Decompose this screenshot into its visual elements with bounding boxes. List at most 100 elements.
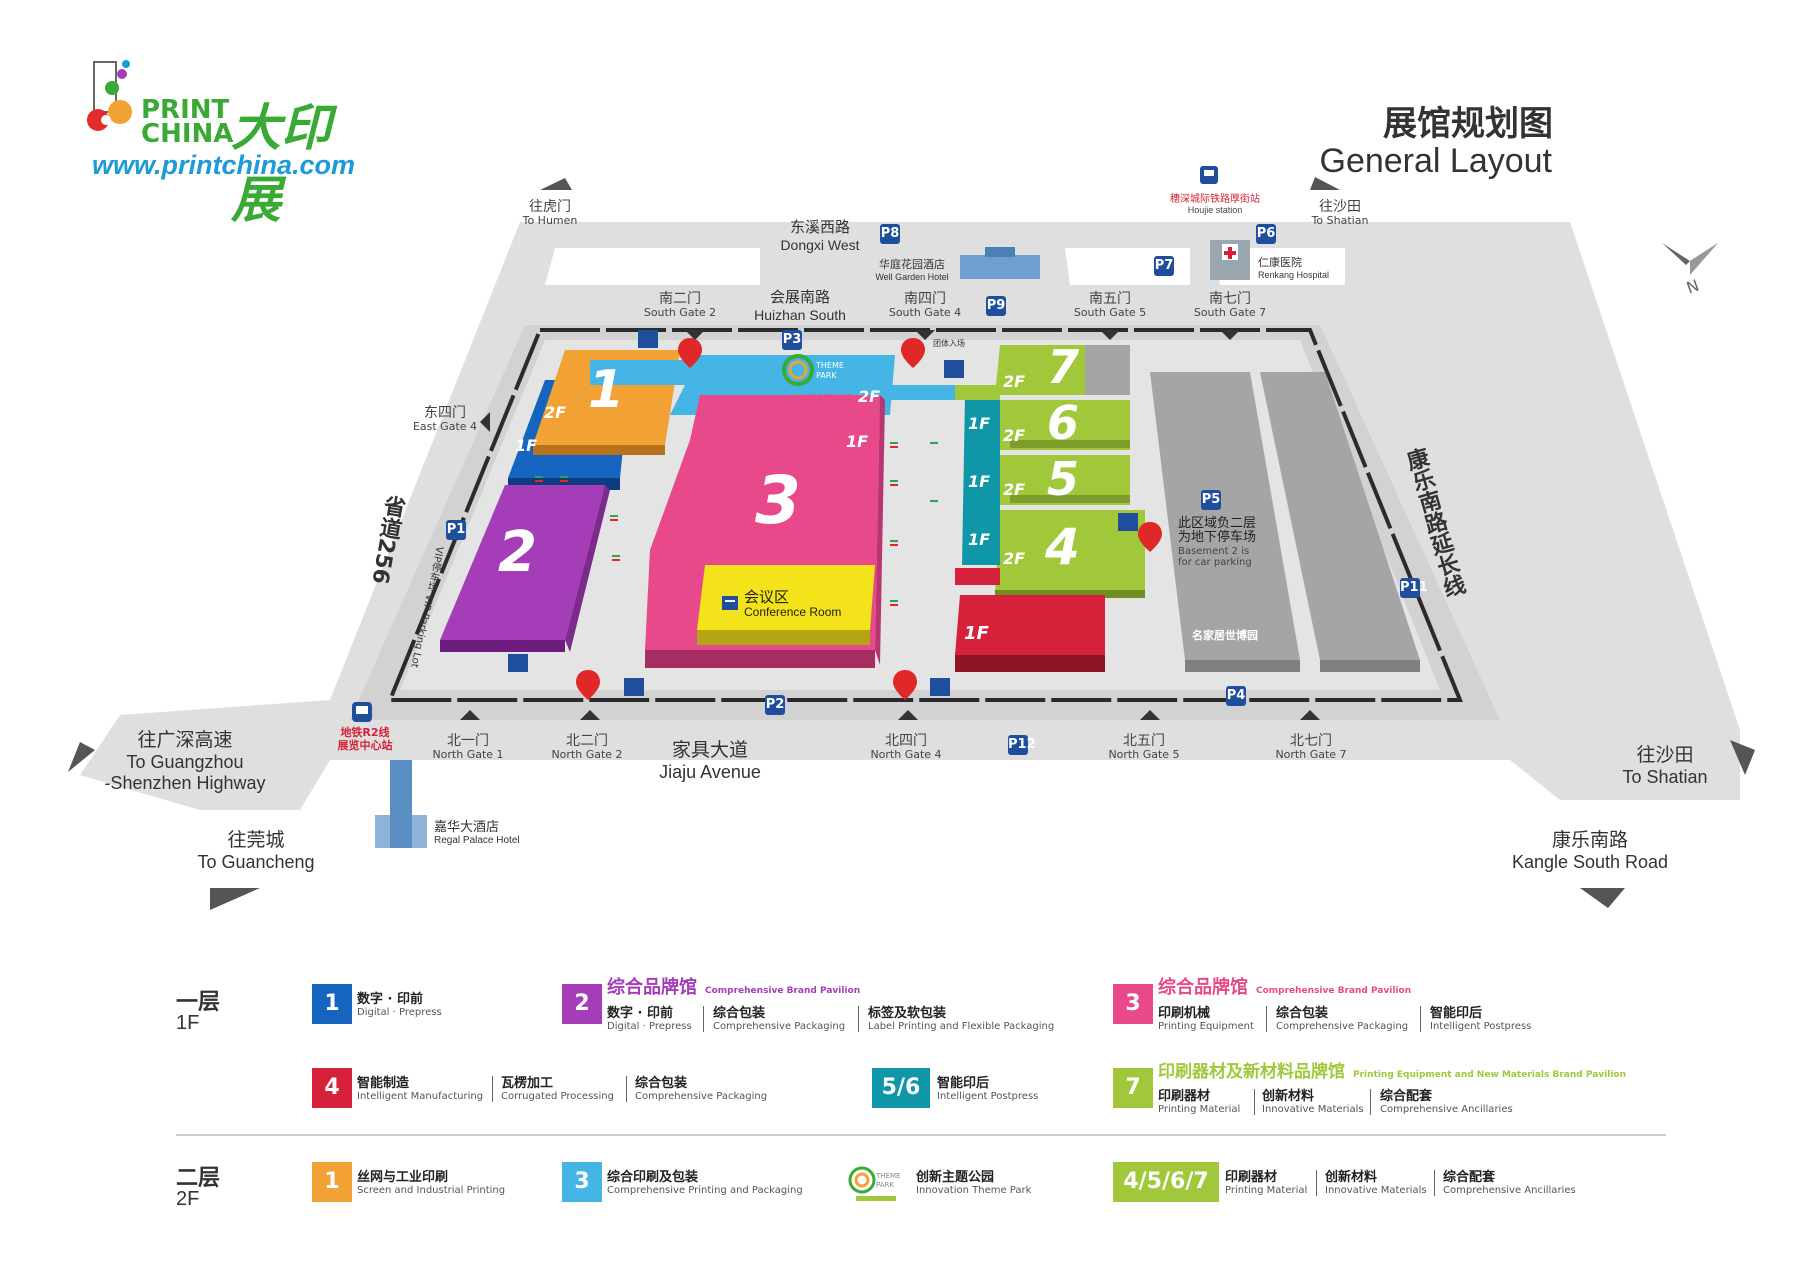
parking-p3-icon[interactable]: P3 xyxy=(782,330,802,350)
legend-level-2-en: 2F xyxy=(176,1188,200,1210)
svg-text:PARK: PARK xyxy=(816,371,837,380)
hall-7-2f-label: 2F xyxy=(1003,372,1026,391)
arrow-humen-icon xyxy=(540,178,572,190)
hall-5-number[interactable]: 5 xyxy=(1047,452,1080,506)
north-compass-icon: N xyxy=(1662,243,1718,295)
legend-box-1: 1 xyxy=(312,984,352,1024)
parking-p6-icon[interactable]: P6 xyxy=(1256,224,1276,244)
hall-4-1f-label: 1F xyxy=(964,623,989,644)
hall-1-1f-label: 1F xyxy=(515,436,538,455)
logo-mark-icon xyxy=(87,60,132,131)
legend-box-3: 3 xyxy=(1113,984,1153,1024)
hall-4-1f-upper-label: 1F xyxy=(968,530,991,549)
parking-p5-icon[interactable]: P5 xyxy=(1201,490,1221,510)
legend-divider xyxy=(176,1134,1666,1136)
theme-park-legend-icon: THEME PARK xyxy=(848,1166,900,1201)
legend-box-2f-4567: 4/5/6/7 xyxy=(1113,1162,1219,1202)
parking-p1-icon[interactable]: P1 xyxy=(446,520,466,540)
hall-6-number[interactable]: 6 xyxy=(1047,396,1080,450)
basement-note: 此区域负二层 为地下停车场 Basement 2 is for car park… xyxy=(1178,516,1257,568)
venue-map xyxy=(68,166,1755,910)
conference-icon xyxy=(722,596,738,610)
metro-station-icon xyxy=(352,702,372,722)
hospital-icon xyxy=(1210,240,1250,280)
hall-2-number[interactable]: 2 xyxy=(498,520,537,585)
metro-label: 地铁R2线展览中心站 xyxy=(337,726,393,752)
dir-guancheng: 往莞城 To Guancheng xyxy=(197,829,315,872)
parking-p2-icon[interactable]: P2 xyxy=(765,695,785,715)
hall-5-2f-label: 2F xyxy=(1003,480,1026,499)
furniture-expo-label: 名家居世博园 xyxy=(1192,629,1258,642)
landmark-wellgarden: 华庭花园酒店 Well Garden Hotel xyxy=(875,258,949,282)
north-parcels xyxy=(545,248,760,285)
parking-p8-icon[interactable]: P8 xyxy=(880,224,900,244)
legend-box-2f-1: 1 xyxy=(312,1162,352,1202)
logo-china: CHINA xyxy=(141,119,234,149)
parking-p7-icon[interactable]: P7 xyxy=(1154,256,1174,276)
parking-p12-icon[interactable]: P12 xyxy=(1008,735,1036,755)
hall-4-number[interactable]: 4 xyxy=(1045,518,1080,576)
conference-label-en: Conference Room xyxy=(744,605,842,619)
road-dongxi: 东溪西路 Dongxi West xyxy=(780,218,860,253)
hall-7-number[interactable]: 7 xyxy=(1047,340,1080,394)
conference-label-cn: 会议区 xyxy=(744,588,790,606)
hall-7 xyxy=(995,345,1085,395)
road-jiaju: 家具大道 Jiaju Avenue xyxy=(659,739,761,782)
location-pin-icon xyxy=(576,338,1162,700)
arrow-guancheng-icon xyxy=(210,888,260,910)
page-title-en: General Layout xyxy=(1319,142,1553,180)
hall-3-number[interactable]: 3 xyxy=(755,462,801,539)
parking-p11-icon[interactable]: P11 xyxy=(1400,578,1428,598)
theme-park-label: 创新主题公园 xyxy=(798,395,853,405)
hall-4 xyxy=(995,510,1145,595)
hall-1-number[interactable]: 1 xyxy=(588,360,625,420)
parking-p9-icon[interactable]: P9 xyxy=(986,296,1006,316)
hall-6-1f-label: 1F xyxy=(968,414,991,433)
legend-box-4: 4 xyxy=(312,1068,352,1108)
hall-5-6-1f xyxy=(962,395,1000,565)
hall-6 xyxy=(995,400,1130,450)
parking-p4-icon[interactable]: P4 xyxy=(1226,686,1246,706)
legend-box-7: 7 xyxy=(1113,1068,1153,1108)
hall-5-1f-label: 1F xyxy=(968,472,991,491)
arrow-guangzhou-icon xyxy=(68,742,95,772)
logo-url[interactable]: www.printchina.com xyxy=(92,150,356,180)
legend-box-5-6: 5/6 xyxy=(872,1068,930,1108)
legend-box-2f-3: 3 xyxy=(562,1162,602,1202)
legend-box-2: 2 xyxy=(562,984,602,1024)
arrow-kangle-icon xyxy=(1580,888,1625,908)
regal-hotel-icon xyxy=(375,760,427,848)
svg-text:PARK: PARK xyxy=(876,1181,894,1189)
furniture-hall-b xyxy=(1260,372,1420,660)
